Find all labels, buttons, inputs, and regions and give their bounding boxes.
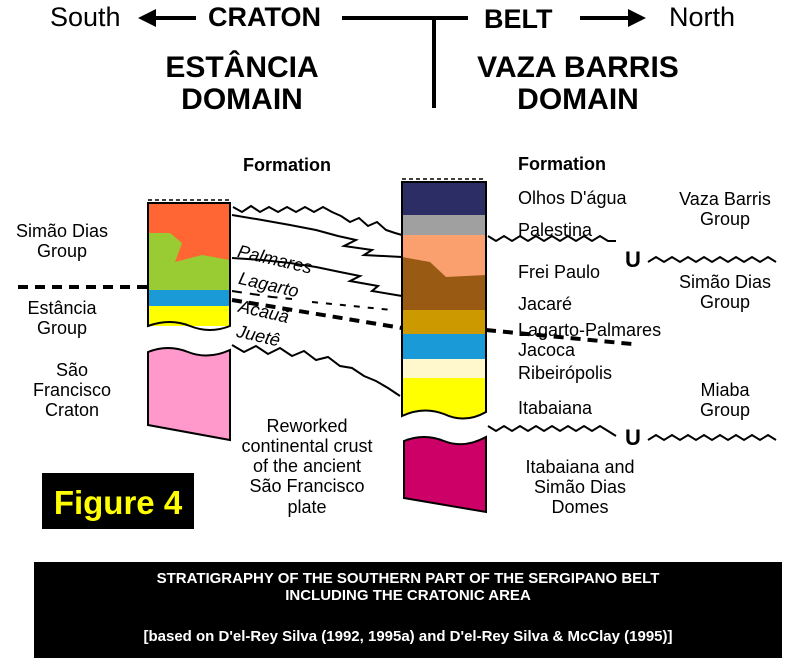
lagarto-facies-boundary xyxy=(231,257,403,297)
left-formation-header: Formation xyxy=(243,155,331,175)
vaza-barris-group-label: Vaza Barris Group xyxy=(679,189,771,230)
right-basement-dome xyxy=(403,435,487,514)
frei-paulo-label: Frei Paulo xyxy=(518,262,601,282)
olhos-dagua-label: Olhos D'água xyxy=(518,188,627,208)
upper-unconformity-trace xyxy=(232,204,403,236)
simao-dias-group-right: Simão Dias Group xyxy=(678,272,772,313)
unconformity-marker-upper: U xyxy=(625,247,641,272)
itabaiana-simao-dias-domes-label: Itabaiana and Simão Dias Domes xyxy=(525,457,635,518)
itabaiana-label: Itabaiana xyxy=(518,398,593,418)
central-group-boundary xyxy=(231,298,403,330)
palmares-facies-boundary xyxy=(231,214,403,258)
estancia-domain-title: ESTÂNCIA DOMAIN xyxy=(165,51,319,117)
simao-dias-group-left: Simão Dias Group xyxy=(15,221,109,262)
unconformity-marker-lower: U xyxy=(625,425,641,450)
lower-unconformity-right-a xyxy=(487,424,617,437)
reworked-crust-label: Reworked continental crust of the ancien… xyxy=(241,416,373,517)
estancia-group-label: Estância Group xyxy=(27,298,97,339)
itabaiana-unit xyxy=(402,378,486,419)
lower-unconformity-right-b xyxy=(647,433,777,442)
north-label: North xyxy=(669,2,736,32)
figure-label-box: Figure 4 xyxy=(42,473,194,529)
craton-label: CRATON xyxy=(208,2,321,32)
lagarto-palmares-label: Lagarto-Palmares xyxy=(518,320,662,340)
left-orange-unit xyxy=(148,203,230,233)
olhos-dagua-unit xyxy=(402,182,486,215)
left-column-outline xyxy=(147,202,231,331)
lagarto-palmares-unit xyxy=(402,310,486,334)
caption-box: STRATIGRAPHY OF THE SOUTHERN PART OF THE… xyxy=(34,562,782,658)
vaza-barris-domain-title: VAZA BARRIS DOMAIN xyxy=(477,51,679,117)
jacoca-label: Jacoca xyxy=(518,340,576,360)
caption-title: STRATIGRAPHY OF THE SOUTHERN PART OF THE… xyxy=(156,570,660,604)
left-yellow-unit xyxy=(148,306,230,326)
ribeiropolis-label: Ribeirópolis xyxy=(518,363,613,383)
right-column-outline xyxy=(401,181,487,420)
north-arrow-head xyxy=(628,9,646,27)
ribeiropolis-unit xyxy=(402,359,486,378)
lagarto-palmares-correlation-dashed xyxy=(311,301,393,311)
left-blue-unit xyxy=(148,290,230,306)
belt-label: BELT xyxy=(484,4,553,34)
south-label: South xyxy=(50,2,121,32)
upper-unconformity-right-b xyxy=(647,255,777,264)
jacoca-unit xyxy=(402,334,486,359)
right-group-boundary xyxy=(485,328,633,346)
palestina-unit xyxy=(402,215,486,235)
jacare-label: Jacaré xyxy=(518,294,573,314)
right-formation-header: Formation xyxy=(518,154,606,174)
basal-unconformity-trace xyxy=(231,344,401,397)
upper-unconformity-right-a xyxy=(487,234,616,243)
left-interfinger xyxy=(148,233,230,262)
left-craton-basement xyxy=(147,347,231,442)
south-arrow-head xyxy=(138,9,156,27)
jacare-unit xyxy=(402,257,486,310)
figure-label: Figure 4 xyxy=(53,484,183,521)
sao-francisco-craton-label: São Francisco Craton xyxy=(32,360,112,421)
palestina-label: Palestina xyxy=(518,220,593,240)
caption-citation: [based on D'el-Rey Silva (1992, 1995a) a… xyxy=(143,628,673,645)
miaba-group-label: Miaba Group xyxy=(699,380,751,421)
